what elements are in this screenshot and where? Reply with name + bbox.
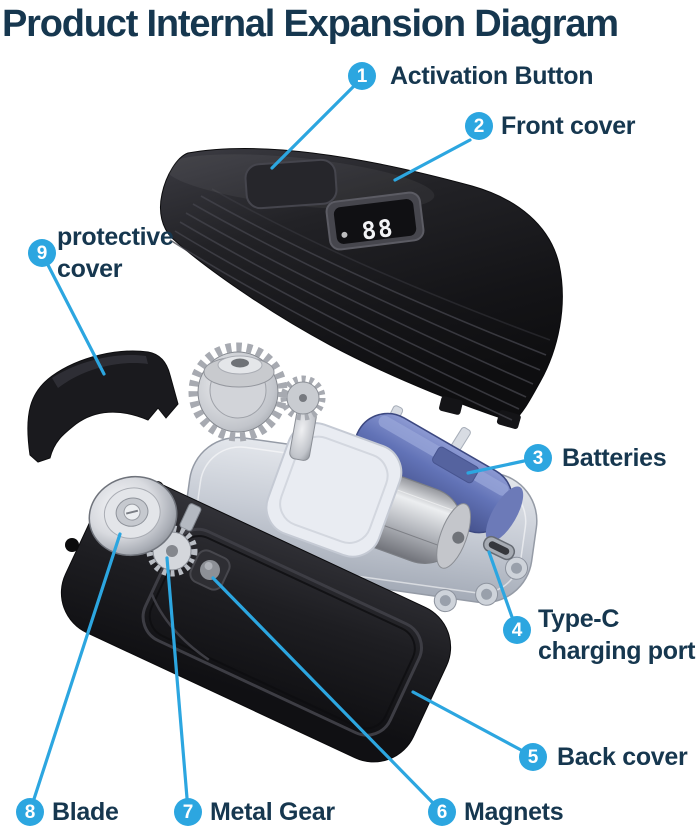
led-display: 88 — [325, 191, 425, 251]
callout-9-label: protective cover — [57, 221, 174, 285]
callout-6-label: Magnets — [464, 798, 564, 826]
callout-2-number-badge: 2 — [465, 112, 493, 140]
leader-lines — [32, 85, 526, 804]
callout-8-number-badge: 8 — [16, 798, 44, 826]
leader-line-6 — [211, 576, 434, 804]
leader-line-3 — [466, 459, 526, 475]
activation-button — [244, 158, 338, 210]
callout-8-label: Blade — [52, 798, 119, 826]
callout-5-number-badge: 5 — [519, 743, 547, 771]
leader-line-7 — [165, 556, 189, 800]
callout-7-number-badge: 7 — [174, 798, 202, 826]
callout-4-number-badge: 4 — [503, 616, 531, 644]
gear-assembly — [188, 342, 326, 461]
callout-1-label: Activation Button — [390, 62, 594, 90]
callout-2-label: Front cover — [501, 112, 636, 140]
leader-line-8 — [32, 532, 122, 801]
cover-ribs — [169, 188, 551, 421]
callout-5-label: Back cover — [557, 743, 688, 771]
callout-9-label-line2: cover — [57, 255, 123, 283]
callout-3-label: Batteries — [562, 444, 667, 472]
leader-line-4 — [487, 550, 514, 619]
leader-line-1 — [270, 85, 355, 170]
protective-cover-shape — [27, 350, 179, 463]
callout-3-number-badge: 3 — [524, 444, 552, 472]
callout-9-label-line1: protective — [57, 223, 174, 251]
callout-4-label: Type-C charging port — [538, 603, 696, 667]
type-c-port — [482, 535, 516, 561]
blade — [88, 475, 178, 557]
clip — [179, 503, 202, 532]
led-display-text: 88 — [360, 214, 396, 246]
page-title: Product Internal Expansion Diagram — [2, 3, 619, 45]
callout-4-label-line2: charging port — [538, 637, 696, 665]
callout-6-number-badge: 6 — [428, 798, 456, 826]
leader-line-5 — [411, 690, 523, 752]
magnet — [189, 549, 231, 591]
callout-4-label-line1: Type-C — [538, 605, 620, 633]
big-gear — [188, 342, 288, 442]
callout-9-number-badge: 9 — [28, 239, 56, 267]
leader-line-2 — [393, 138, 472, 182]
front-cover: 88 — [159, 147, 563, 430]
screw-hole — [65, 538, 79, 552]
protective-cover — [27, 350, 179, 463]
leader-line-9 — [46, 263, 106, 376]
callout-7-label: Metal Gear — [210, 798, 335, 826]
small-gear — [280, 375, 326, 421]
callout-1-number-badge: 1 — [348, 62, 376, 90]
